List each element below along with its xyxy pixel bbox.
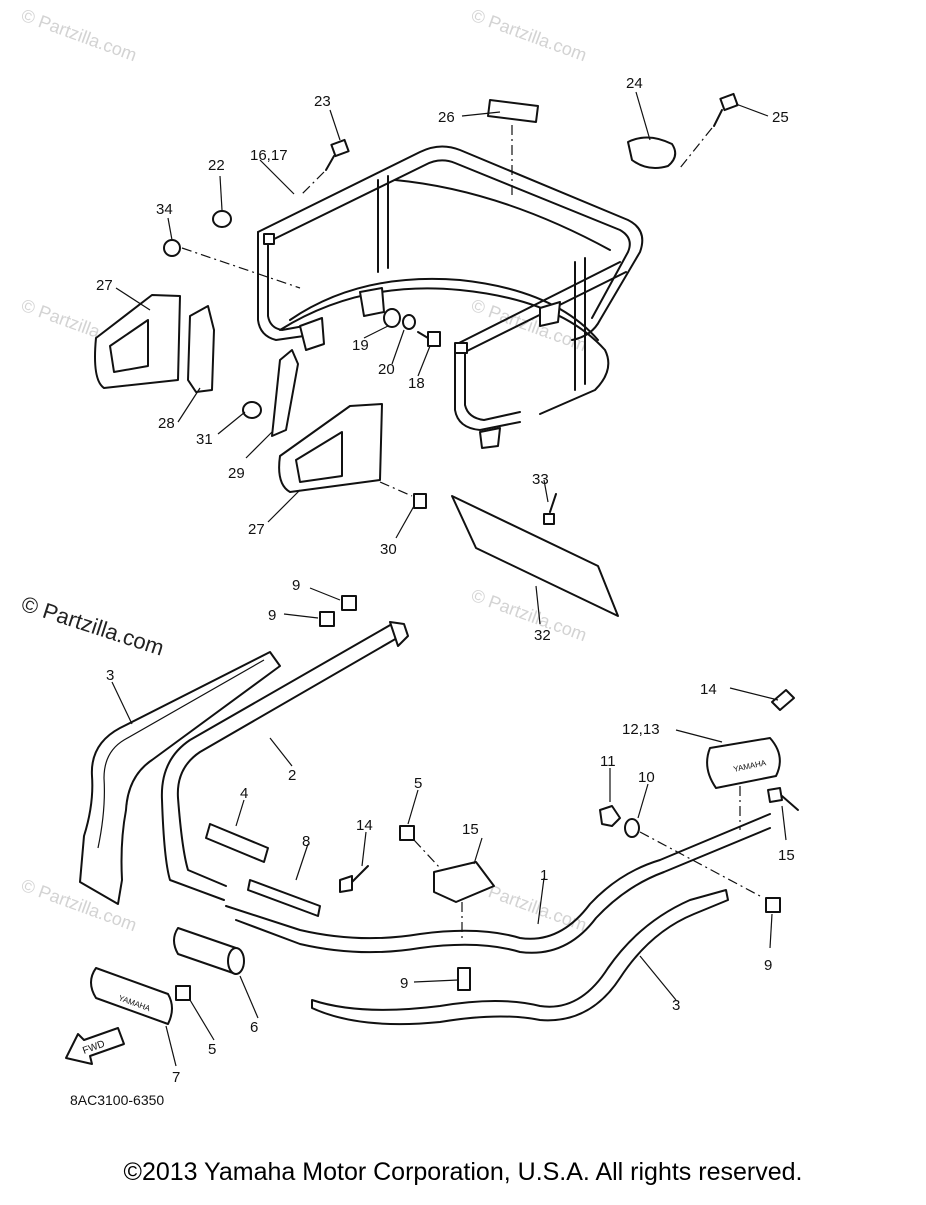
bolt — [399, 825, 415, 841]
grip — [90, 967, 173, 1025]
stay — [187, 305, 215, 393]
rack-frame — [257, 145, 644, 449]
watermark: © Partzilla.com — [19, 5, 140, 65]
bolt — [341, 595, 357, 611]
screw — [767, 787, 783, 803]
callout-29: 29 — [228, 465, 245, 482]
mount-bracket — [359, 287, 385, 317]
reflector-lens — [109, 319, 149, 373]
callout-4: 4 — [240, 785, 248, 802]
collar — [163, 239, 181, 257]
callout-22: 22 — [208, 157, 225, 174]
mount-bracket — [479, 427, 501, 449]
callout-24: 24 — [626, 75, 643, 92]
callout-3: 3 — [106, 667, 114, 684]
callout-9: 9 — [292, 577, 300, 594]
callout-33: 33 — [532, 471, 549, 488]
callout-2: 2 — [288, 767, 296, 784]
bolt — [325, 138, 350, 171]
callout-12-13: 12,13 — [622, 721, 660, 738]
guard — [79, 651, 281, 905]
callout-23: 23 — [314, 93, 331, 110]
bolt — [457, 967, 471, 991]
callout-28: 28 — [158, 415, 175, 432]
bolt — [175, 985, 191, 1001]
callout-21: 20 — [378, 361, 395, 378]
callout-10: 10 — [638, 769, 655, 786]
mount-bracket — [299, 317, 325, 351]
callout-8: 8 — [302, 833, 310, 850]
callout-9: 9 — [764, 957, 772, 974]
leader-lines — [111, 91, 787, 1067]
callout-14: 14 — [356, 817, 373, 834]
nut — [599, 805, 621, 827]
plate — [451, 495, 619, 617]
bracket — [205, 823, 269, 863]
pipe-end — [389, 621, 409, 647]
callout-9: 9 — [400, 975, 408, 992]
callout-16-17: 15 — [462, 821, 479, 838]
washer — [402, 314, 416, 330]
mount-bracket — [539, 301, 561, 327]
callout-18: 16,17 — [250, 147, 288, 164]
stay — [271, 349, 299, 437]
bracket — [433, 861, 495, 903]
callout-1: 1 — [540, 867, 548, 884]
watermark-main: © Partzilla.com — [18, 591, 167, 661]
washer — [383, 308, 401, 328]
callout-25: 25 — [772, 109, 789, 126]
bolt — [319, 611, 335, 627]
copyright-notice: ©2013 Yamaha Motor Corporation, U.S.A. A… — [123, 1158, 803, 1186]
callout-5: 5 — [414, 775, 422, 792]
watermark: © Partzilla.com — [469, 5, 590, 65]
callout-31: 31 — [196, 431, 213, 448]
clamp — [706, 737, 781, 789]
frame-cap — [454, 342, 468, 354]
guard — [311, 889, 729, 1026]
callout-11: 11 — [600, 753, 616, 770]
bolt — [765, 897, 781, 913]
callout-20: 19 — [352, 337, 369, 354]
frame-cap — [263, 233, 275, 245]
bracket — [627, 136, 677, 169]
screw — [543, 493, 557, 525]
callout-27b: 27 — [248, 521, 265, 538]
grip-end — [227, 947, 245, 975]
label-decal — [487, 99, 539, 123]
screw — [339, 875, 353, 893]
callout-7: 7 — [172, 1069, 180, 1086]
callout-6: 6 — [250, 1019, 258, 1036]
callout-14: 14 — [700, 681, 717, 698]
collar — [242, 401, 262, 419]
reflector-lens — [295, 431, 343, 483]
callout-27: 27 — [96, 277, 113, 294]
callout-5: 5 — [208, 1041, 216, 1058]
callout-34: 34 — [156, 201, 173, 218]
bracket — [247, 879, 321, 917]
callout-26: 26 — [438, 109, 455, 126]
bolt — [427, 331, 441, 347]
part-code: 8AC3100-6350 — [70, 1092, 165, 1108]
washer — [624, 818, 640, 838]
screw — [771, 689, 795, 711]
callout-19: 18 — [408, 375, 425, 392]
bolt — [713, 92, 739, 127]
callout-15: 15 — [778, 847, 795, 864]
callout-3: 3 — [672, 997, 680, 1014]
callout-32: 32 — [534, 627, 551, 644]
callout-30: 30 — [380, 541, 397, 558]
bolt — [413, 493, 427, 509]
callout-9: 9 — [268, 607, 276, 624]
fwd-arrow-icon — [65, 1027, 125, 1065]
collar — [212, 210, 232, 228]
